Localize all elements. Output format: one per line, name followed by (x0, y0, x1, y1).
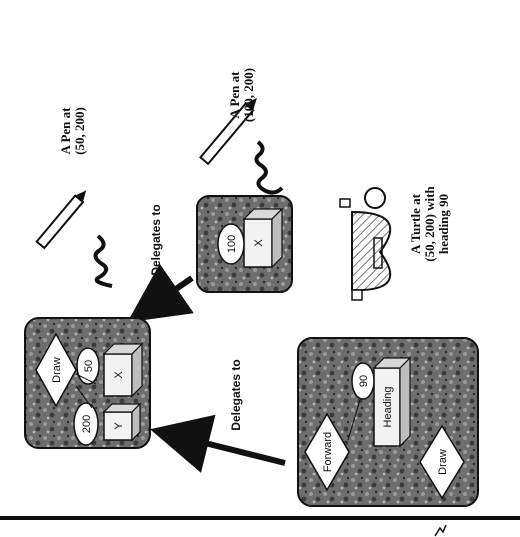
x-value: 50 (83, 360, 95, 372)
pen-b-caption-line1: A Pen at (227, 71, 242, 119)
squiggle-icon (95, 236, 112, 286)
pen-b-caption-line2: (100, 200) (241, 68, 256, 122)
heading-value: 90 (358, 375, 370, 387)
x-value: 100 (226, 235, 238, 253)
forward-method-label: Forward (322, 432, 334, 472)
draw-method-label: Draw (437, 449, 449, 475)
heading-slot-label: Heading (382, 387, 394, 428)
corner-mark (435, 525, 446, 536)
x-slot-label: X (253, 239, 265, 247)
draw-method-label: Draw (51, 357, 63, 383)
delegates-label-lower: Delegates to (229, 359, 243, 430)
pen-icon (37, 187, 112, 286)
pen-b-caption: A Pen at (100, 200) (227, 68, 256, 122)
delegation-arrow-lower (185, 438, 285, 463)
delegates-label-upper: Delegates to (149, 204, 163, 275)
turtle-caption: A Turtle at (50, 200) with heading 90 (408, 185, 451, 261)
turtle-shell-icon (340, 188, 390, 300)
delegation-arrow-upper (157, 278, 192, 302)
turtle-caption-line2: (50, 200) with (422, 185, 437, 261)
turtle-object: Forward Heading 90 Draw (298, 338, 478, 506)
squiggle-icon (256, 142, 282, 193)
pen-prototype-object: Draw X 50 Y 200 (25, 318, 150, 448)
turtle-caption-line1: A Turtle at (408, 193, 423, 254)
pen-a-caption-line1: A Pen at (58, 107, 73, 155)
pen-a-caption: A Pen at (50, 200) (58, 107, 87, 155)
y-value: 200 (81, 415, 93, 433)
x-slot-label: X (113, 371, 125, 379)
pen-a-caption-line2: (50, 200) (72, 107, 87, 155)
turtle-caption-line3: heading 90 (436, 194, 451, 254)
y-slot-label: Y (113, 422, 125, 430)
pen-child-object: X 100 (197, 196, 292, 292)
